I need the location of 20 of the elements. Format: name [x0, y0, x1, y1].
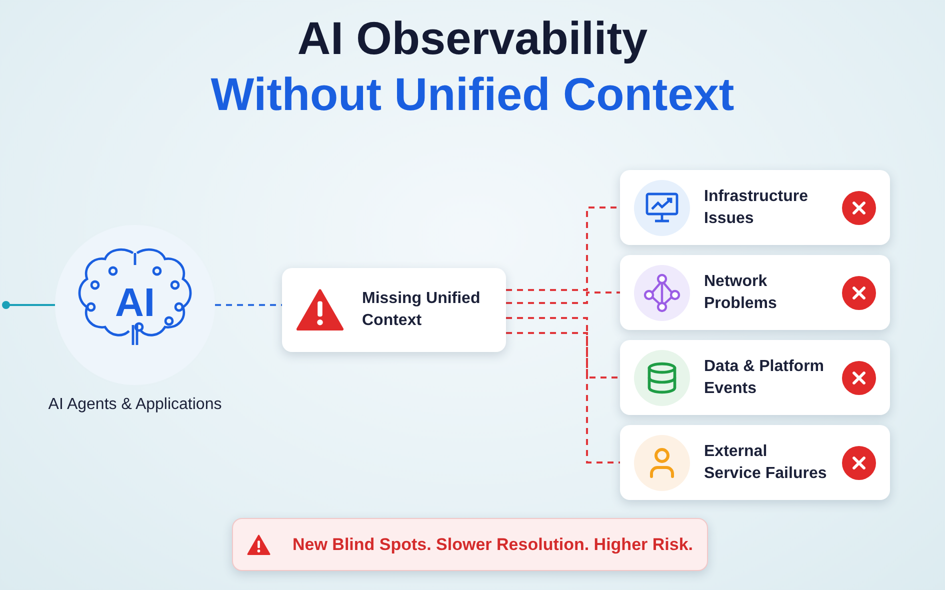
connector-line	[506, 332, 620, 464]
node-label: AI Agents & Applications	[47, 395, 223, 415]
node-label: Data & Platform Events	[704, 356, 826, 398]
issue-card	[620, 340, 890, 415]
alert-text: New Blind Spots. Slower Resolution. Higher Risk.	[292, 534, 693, 554]
connector-line	[2, 301, 55, 309]
connector-line	[215, 304, 282, 306]
node-label: External Service Failures	[704, 442, 828, 484]
node-label: Missing Unified Context	[362, 289, 482, 331]
issue-card	[620, 170, 890, 245]
issue-card	[620, 425, 890, 500]
ai-label: AI	[114, 281, 156, 325]
node-label: Infrastructure Issues	[704, 186, 810, 228]
title: AI Observability Without Unified Context	[210, 11, 736, 122]
connector-line	[506, 292, 620, 304]
issue-card	[620, 255, 890, 330]
alert-banner	[232, 518, 708, 571]
warning-box	[282, 268, 506, 352]
connector-line	[506, 317, 620, 378]
node-label: Network Problems	[704, 272, 778, 314]
